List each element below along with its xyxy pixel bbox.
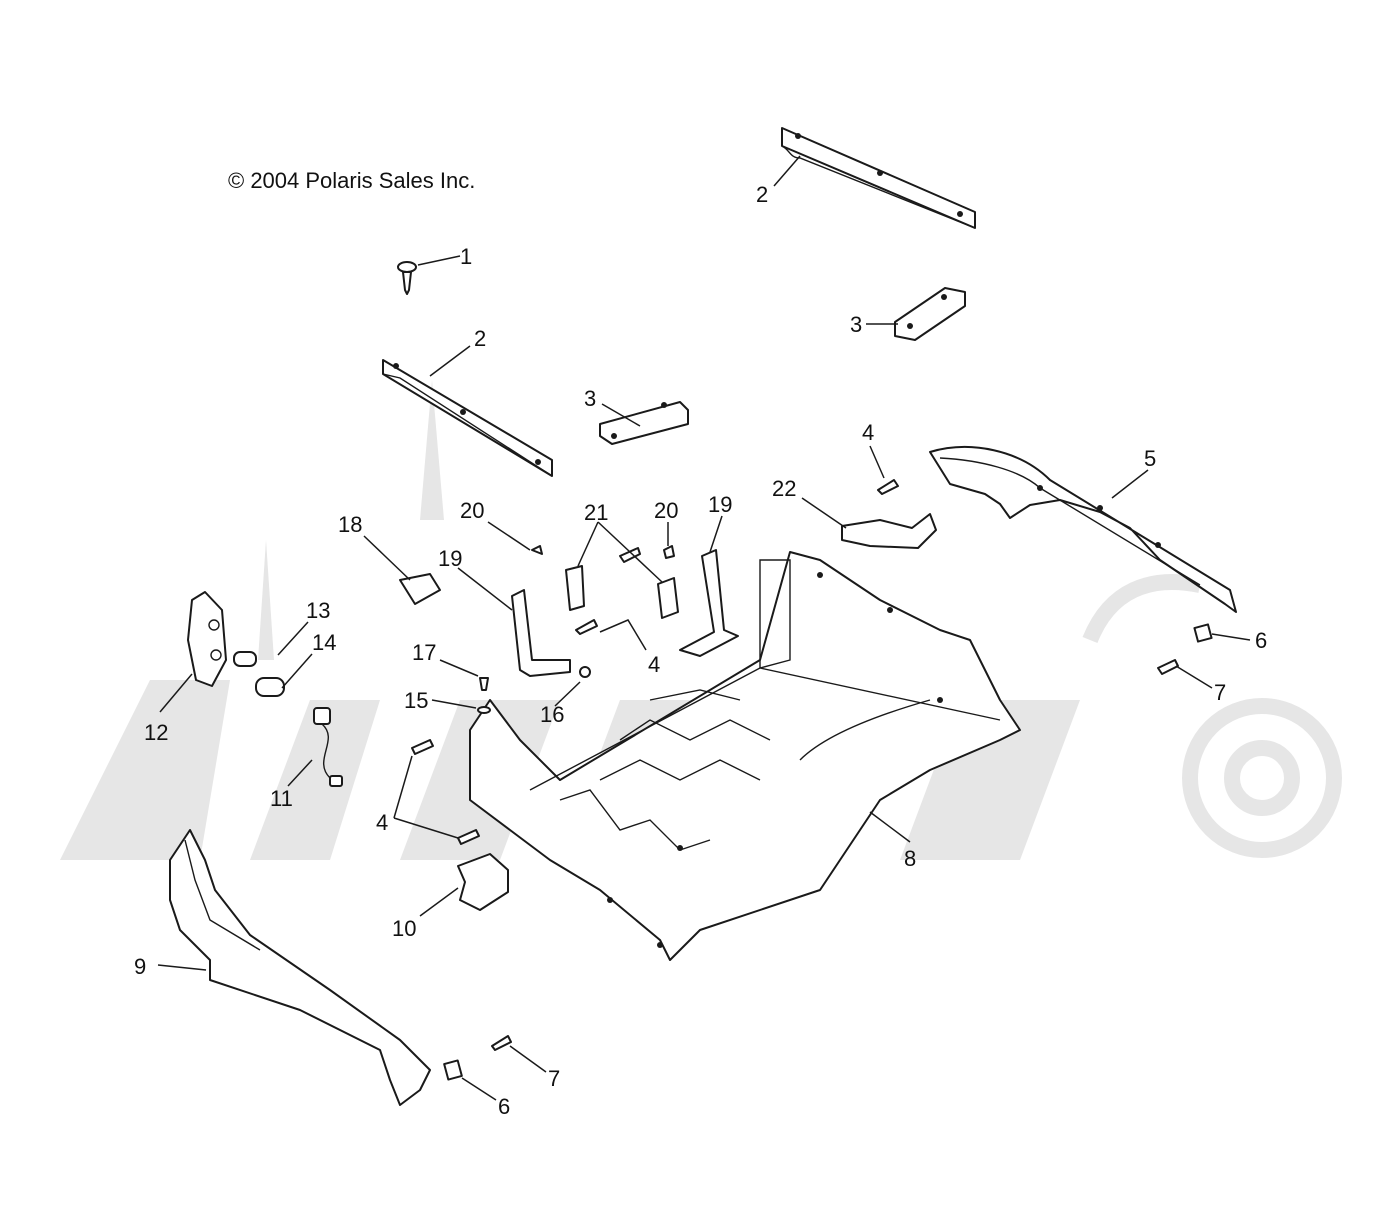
part-17-pin[interactable] (479, 677, 489, 691)
copyright-notice: © 2004 Polaris Sales Inc. (228, 168, 475, 193)
part-2-lower-bar[interactable] (382, 359, 553, 477)
callout-13: 13 (306, 598, 330, 623)
callout-14: 14 (312, 630, 336, 655)
part-3-lower-bracket[interactable] (599, 401, 689, 445)
callout-19: 19 (438, 546, 462, 571)
callout-1: 1 (460, 244, 472, 269)
callout-5: 5 (1144, 446, 1156, 471)
callout-4: 4 (862, 420, 874, 445)
part-20-pin-left[interactable] (531, 545, 543, 555)
part-3-upper-bracket[interactable] (894, 287, 966, 341)
callout-6: 6 (498, 1094, 510, 1119)
part-2-upper-bar[interactable] (781, 127, 976, 229)
callout-18: 18 (338, 512, 362, 537)
part-22-bracket[interactable] (841, 513, 937, 549)
part-21-plate-left[interactable] (565, 565, 585, 611)
part-13-bulb[interactable] (233, 651, 257, 667)
callout-22: 22 (772, 476, 796, 501)
callout-11: 11 (270, 786, 293, 811)
part-4-screw-lower[interactable] (411, 739, 480, 845)
leader-lines (157, 155, 1251, 1101)
part-6-clip-lower[interactable] (443, 1059, 463, 1081)
callout-20: 20 (654, 498, 678, 523)
part-20-pin-right[interactable] (663, 545, 675, 559)
part-14-bulb[interactable] (255, 677, 285, 697)
part-7-screw-right[interactable] (1157, 659, 1179, 675)
callout-4: 4 (648, 652, 660, 677)
callout-2: 2 (474, 326, 486, 351)
callout-labels: 1 2 3 2 3 4 5 22 6 7 8 9 10 11 12 13 14 … (134, 182, 1267, 1119)
callout-19: 19 (708, 492, 732, 517)
callout-12: 12 (144, 720, 168, 745)
callout-8: 8 (904, 846, 916, 871)
part-10-bracket[interactable] (457, 853, 509, 911)
callout-3: 3 (584, 386, 596, 411)
callout-16: 16 (540, 702, 564, 727)
part-8-rear-body[interactable] (469, 551, 1021, 961)
callout-10: 10 (392, 916, 416, 941)
part-5-rear-fender[interactable] (929, 446, 1237, 613)
callout-20: 20 (460, 498, 484, 523)
part-9-front-fender[interactable] (169, 829, 431, 1106)
callout-15: 15 (404, 688, 428, 713)
part-15-washer[interactable] (477, 706, 491, 714)
part-1-screw[interactable] (397, 261, 417, 295)
callout-21: 21 (584, 500, 608, 525)
part-16-grommet[interactable] (579, 666, 591, 678)
part-19-bracket-right[interactable] (679, 549, 739, 657)
part-19-bracket-left[interactable] (511, 589, 571, 677)
part-21-plate-right[interactable] (657, 577, 679, 619)
part-12-tail-light[interactable] (187, 591, 227, 687)
callout-9: 9 (134, 954, 146, 979)
callout-7: 7 (548, 1066, 560, 1091)
callout-3: 3 (850, 312, 862, 337)
callout-6: 6 (1255, 628, 1267, 653)
part-4-screw-center[interactable] (575, 547, 641, 635)
callout-7: 7 (1214, 680, 1226, 705)
part-18-bracket[interactable] (399, 573, 441, 605)
callout-4: 4 (376, 810, 388, 835)
part-11-wire-socket[interactable] (313, 707, 343, 787)
part-4-screw-upper[interactable] (877, 479, 899, 495)
part-6-clip-right[interactable] (1193, 623, 1213, 643)
callout-2: 2 (756, 182, 768, 207)
callout-17: 17 (412, 640, 436, 665)
part-7-screw-lower[interactable] (491, 1035, 512, 1051)
